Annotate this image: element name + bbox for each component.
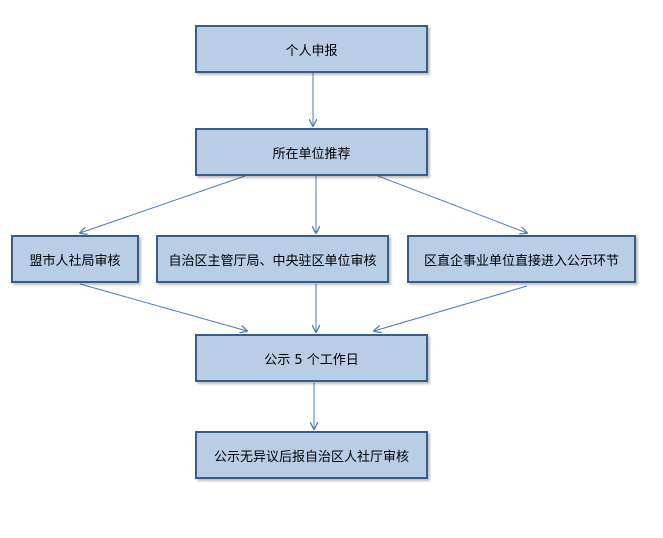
arrow-recommend-to-league-review [80,175,246,233]
step-direct-publicity-entry: 区直企事业单位直接进入公示环节 [407,235,636,283]
step-label: 盟市人社局审核 [29,253,121,269]
step-personal-application: 个人申报 [195,25,428,73]
step-label: 区直企事业单位直接进入公示环节 [423,253,619,269]
step-label: 公示无异议后报自治区人社厅审核 [213,449,409,465]
step-regional-bureau-review: 自治区主管厅局、中央驻区单位审核 [156,235,389,283]
arrow-direct-entry-to-publicity [374,285,528,331]
arrow-league-review-to-publicity [79,283,247,331]
step-league-city-review: 盟市人社局审核 [11,235,139,283]
step-label: 公示 5 个工作日 [264,352,359,368]
step-final-review: 公示无异议后报自治区人社厅审核 [195,431,428,479]
step-label: 个人申报 [285,43,338,59]
step-unit-recommendation: 所在单位推荐 [195,128,428,176]
arrow-recommend-to-direct-entry [377,175,527,233]
step-label: 自治区主管厅局、中央驻区单位审核 [168,253,377,269]
step-publicity-period: 公示 5 个工作日 [195,334,428,382]
step-label: 所在单位推荐 [272,146,351,162]
